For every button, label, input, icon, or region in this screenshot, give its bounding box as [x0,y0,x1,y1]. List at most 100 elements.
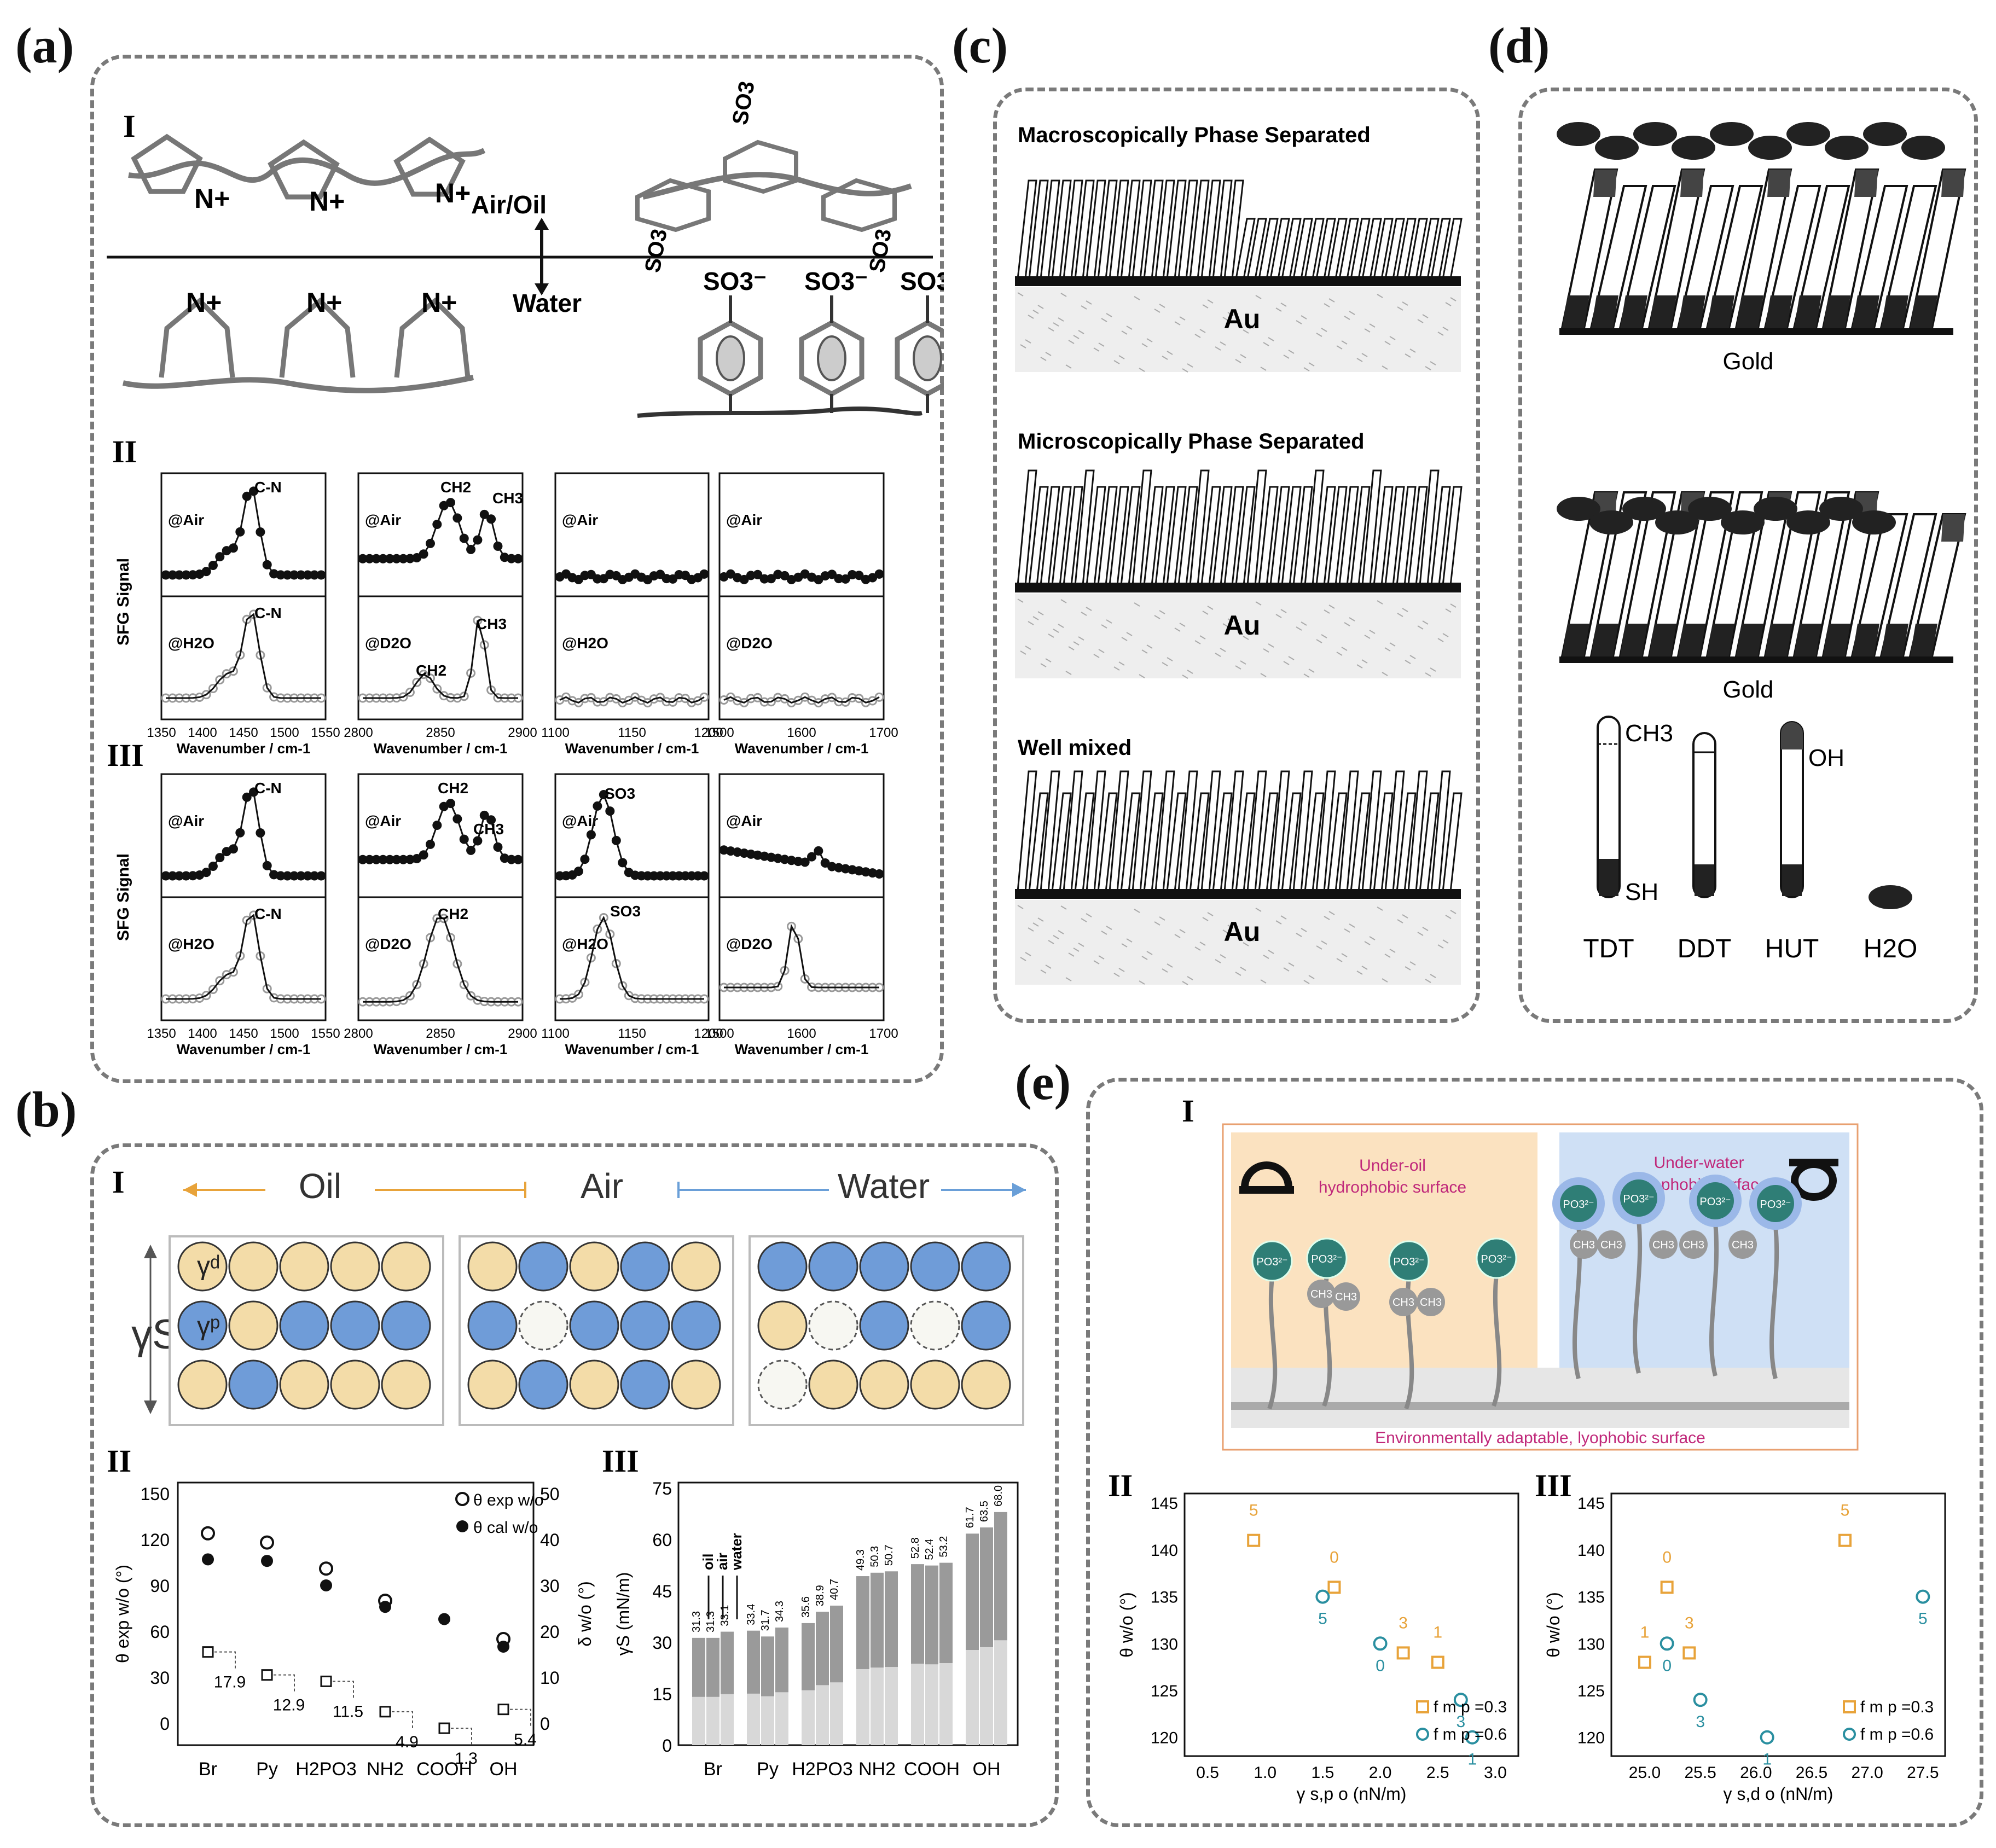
point-label: 0 [1376,1657,1385,1675]
x-tick: 1500 [270,1026,299,1041]
medium-water: Water [838,1166,930,1206]
theta-cal-point [497,1641,509,1653]
surface-site [518,1359,568,1410]
svg-text:SO3: SO3 [641,227,672,274]
droplet-icon-water [1789,1159,1838,1201]
hut-oh-label: OH [1808,745,1844,771]
panel-b-frame [90,1143,1059,1827]
y-tick-left: 120 [141,1530,170,1550]
x-axis-label: Wavenumber / cm-1 [374,1041,508,1057]
x-tick: 1700 [869,725,898,740]
y-tick: 30 [652,1633,672,1653]
y-tick: 120 [1577,1729,1605,1747]
substrate [1231,1368,1849,1428]
surface-site [330,1300,380,1351]
panel-label-e: (e) [1015,1054,1071,1110]
x-tick: 1500 [705,1026,734,1041]
y-tick-left: 90 [150,1576,170,1596]
delta-point [438,1722,450,1734]
x-tick: 1350 [147,1026,176,1041]
point-fm03 [1247,1533,1261,1547]
molecule-legend: CH3 SH OH [1597,716,1912,909]
pyrrolidinium-rings-bottom [159,297,471,378]
gamma-d-bar [706,1696,720,1745]
surface-site [177,1300,228,1351]
panel-label-c: (c) [952,18,1008,73]
env-label: @Air [168,512,204,528]
gamma-d-bar [721,1694,734,1745]
benzene-rings-top [635,140,897,233]
surface-site [228,1241,278,1292]
surface-site [910,1241,960,1292]
legend-fm06: f m p =0.6 [1860,1725,1934,1744]
x-tick: 2850 [426,1026,455,1041]
y-tick-right: 50 [540,1484,560,1504]
surface-site [859,1359,909,1410]
n-plus-6: N+ [421,287,457,318]
legend-fm03: f m p =0.3 [1860,1698,1934,1716]
x-tick: 1600 [787,1026,816,1041]
gamma-d-bar [761,1696,774,1745]
ch3-label: CH3 [1682,1239,1704,1251]
bar-label: 38.9 [814,1585,826,1606]
point-fm03 [1660,1580,1674,1594]
d-substrate: Gold [1723,348,1774,375]
bar-label: 68.0 [993,1485,1005,1507]
surface-site [961,1359,1011,1410]
y-tick-left: 0 [160,1714,170,1734]
bar-label: 31.3 [691,1611,703,1632]
bar-label: 40.7 [828,1579,840,1600]
e-roman-I: I [1182,1093,1194,1129]
medium-vertical-label: water [728,1533,745,1571]
under-water-line1: Under-water [1653,1154,1744,1172]
peak-label: CH2 [416,662,446,679]
under-oil-line2: hydrophobic surface [1319,1178,1466,1196]
c-layer-label: Macroscopically Phase Separated [1018,123,1371,147]
po3-label: PO3²⁻ [1481,1253,1512,1265]
point-fm03 [1327,1580,1341,1594]
peak-label: CH2 [440,479,471,496]
po3-label: PO3²⁻ [1760,1199,1791,1211]
n-plus-2: N+ [309,186,345,217]
bar-label: 31.7 [759,1609,771,1631]
molecule-ddt: DDT [1678,934,1732,963]
peak-label: SO3 [610,903,641,920]
y-tick-right: 10 [540,1668,560,1688]
bar-label: 61.7 [964,1507,976,1528]
x-tick: 2800 [344,1026,373,1041]
sfg-plots: @Air@Air@Air@Air@H2O@D2O@H2O@D2O@Air@Air… [147,472,898,1057]
a-roman-I: I [123,108,136,144]
bar-label: 33.1 [719,1605,731,1626]
y-tick: 135 [1577,1589,1605,1607]
surface-site [330,1241,380,1292]
x-tick: 1100 [541,1026,570,1041]
x-tick: 1200 [694,725,723,740]
category-label: Py [256,1759,278,1780]
point-label: 0 [1330,1548,1339,1566]
env-label: @H2O [562,935,608,952]
a-roman-III: III [107,737,144,773]
surface-site [381,1359,431,1410]
point-label: 5 [1841,1502,1850,1520]
molecule-tdt: TDT [1583,934,1634,963]
gamma-p-label: γᵖ [197,1312,220,1341]
ch3-label: CH3 [1392,1297,1414,1309]
surface-site [330,1359,380,1410]
surface-site [620,1359,670,1410]
point-fm06 [1693,1693,1708,1707]
droplet-icon-oil [1239,1161,1294,1194]
sfg-ylabel-ii: SFG Signal [114,558,132,646]
surface-site [279,1300,329,1351]
peak-label: SO3 [605,785,635,802]
point-label: 5 [1249,1502,1258,1520]
y-tick: 0 [662,1736,672,1756]
surface-site [228,1300,278,1351]
env-label: @Air [726,512,762,528]
y-tick-left: 30 [150,1668,170,1688]
surface-site [381,1300,431,1351]
y-tick-right: 0 [540,1714,550,1734]
theta-exp-point [201,1526,215,1541]
category-label: COOH [416,1759,472,1780]
env-label: @Air [365,512,401,528]
